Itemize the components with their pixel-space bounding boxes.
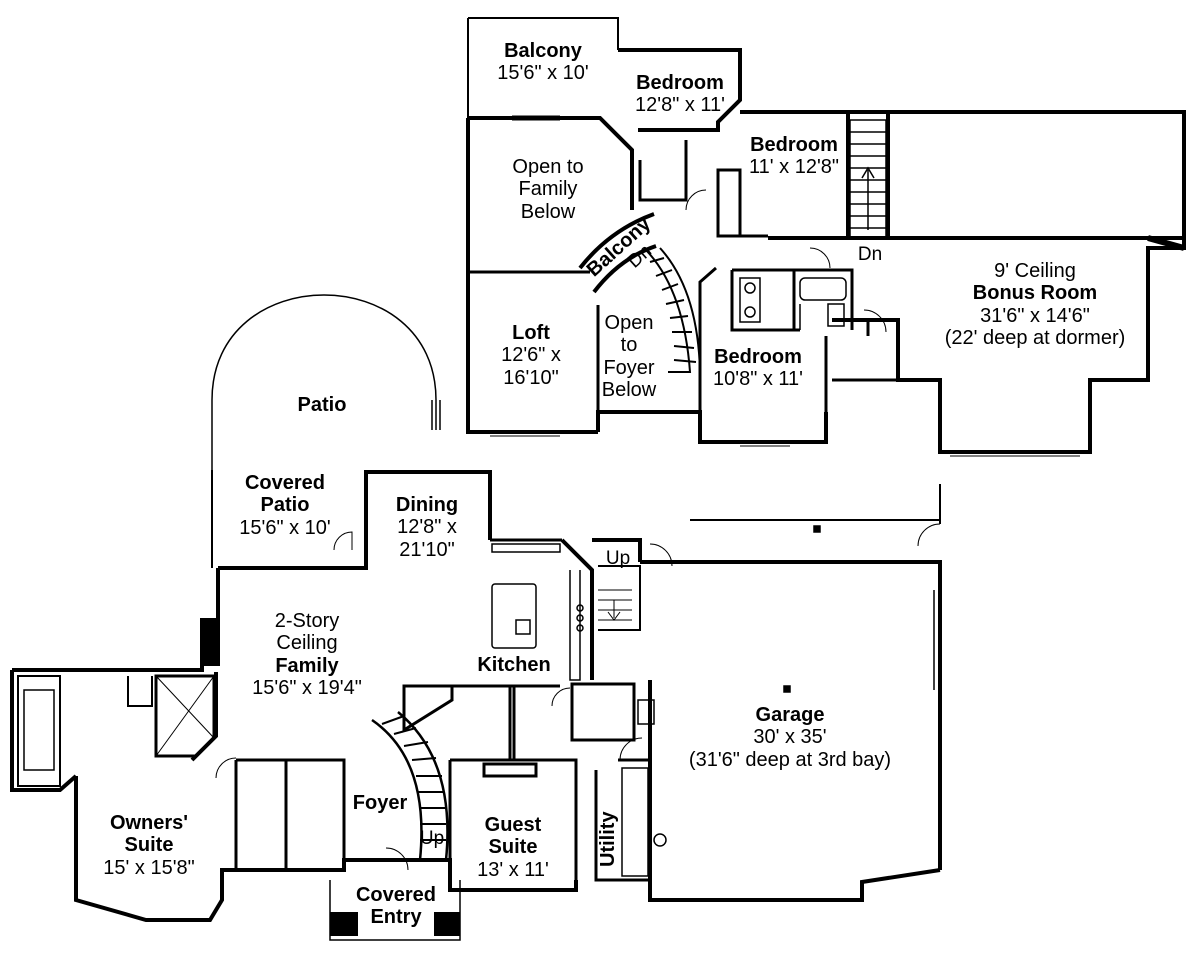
room-name: Entry — [370, 906, 422, 929]
room-name: Garage — [755, 704, 825, 726]
label-line: Open to — [512, 156, 584, 178]
label-line: Below — [601, 379, 657, 402]
room-note: 9' Ceiling — [994, 260, 1076, 282]
stair-up-label: Up — [419, 828, 445, 849]
label-line: to — [620, 334, 638, 357]
family-label: 2-Story Ceiling Family 15'6" x 19'4" — [232, 610, 382, 700]
room-dimensions: 10'8" x 11' — [713, 368, 803, 391]
room-name: Bedroom — [750, 134, 838, 156]
room-dimensions: 12'6" x — [501, 344, 561, 367]
open-to-foyer-label: Open to Foyer Below — [592, 312, 666, 402]
room-name: Suite — [124, 834, 174, 857]
stair-down-label: Dn — [857, 244, 883, 265]
upper-stair — [849, 119, 887, 239]
bonus-room-label: 9' Ceiling Bonus Room 31'6" x 14'6" (22'… — [930, 260, 1140, 350]
room-dimensions: 15' x 15'8" — [103, 856, 195, 879]
balcony-label: Balcony 15'6" x 10' — [468, 40, 618, 85]
room-dimensions: 13' x 11' — [477, 858, 549, 881]
upper-bath-fixtures — [739, 277, 847, 330]
main-floor-walls — [10, 470, 942, 941]
room-name: Bedroom — [714, 346, 802, 368]
room-name: Loft — [512, 322, 550, 344]
label-line: Family — [518, 178, 578, 201]
fireplace — [200, 622, 220, 666]
patio-arc — [211, 294, 437, 470]
curved-stair-upper — [578, 212, 701, 373]
kitchen-label: Kitchen — [462, 654, 566, 676]
room-name: Patio — [297, 394, 347, 416]
room-dimensions: 15'6" x 10' — [497, 62, 589, 85]
room-name: Kitchen — [477, 654, 551, 676]
bedroom-s-label: Bedroom 10'8" x 11' — [702, 346, 814, 391]
room-note: (31'6" deep at 3rd bay) — [688, 748, 892, 771]
room-name: Balcony — [504, 40, 582, 62]
room-name: Guest — [484, 814, 542, 836]
curved-stair-main — [371, 711, 449, 861]
room-dimensions: 12'8" x 11' — [635, 94, 725, 117]
kitchen-fixtures — [491, 543, 584, 681]
room-name: Utility — [596, 811, 619, 867]
covered-entry-label: Covered Entry — [336, 884, 456, 929]
label-line: Below — [520, 200, 576, 223]
label-line: Foyer — [603, 356, 655, 379]
room-name: Foyer — [352, 792, 408, 814]
door-swings — [215, 189, 941, 871]
room-dimensions: 16'10" — [503, 366, 559, 389]
loft-label: Loft 12'6" x 16'10" — [476, 322, 586, 389]
room-dimensions: 15'6" x 19'4" — [252, 677, 362, 700]
room-name: Owners' — [109, 812, 189, 834]
room-name: Suite — [488, 836, 538, 859]
room-dimensions: 30' x 35' — [753, 726, 827, 749]
patio-label: Patio — [272, 394, 372, 416]
garage-fixtures — [598, 525, 935, 877]
room-note: Ceiling — [276, 632, 338, 655]
guest-suite-label: Guest Suite 13' x 11' — [456, 814, 570, 881]
room-dimensions: 12'8" x — [397, 516, 457, 539]
room-dimensions: 11' x 12'8" — [749, 156, 839, 179]
room-name: Bonus Room — [972, 282, 1098, 305]
stair-up-label: Up — [605, 548, 631, 569]
garage-label: Garage 30' x 35' (31'6" deep at 3rd bay) — [660, 704, 920, 771]
upper-floor-walls — [466, 17, 1186, 454]
covered-patio-label: Covered Patio 15'6" x 10' — [220, 472, 350, 539]
room-note: 2-Story — [274, 610, 340, 632]
room-name: Patio — [260, 494, 310, 517]
label-line: Open — [604, 312, 654, 334]
room-name: Bedroom — [636, 72, 724, 94]
room-dimensions: 21'10" — [399, 538, 455, 561]
upper-windows — [490, 115, 1080, 457]
owners-suite-label: Owners' Suite 15' x 15'8" — [84, 812, 214, 879]
bedroom-ne-label: Bedroom 11' x 12'8" — [740, 134, 848, 179]
dining-label: Dining 12'8" x 21'10" — [372, 494, 482, 561]
room-name: Dining — [395, 494, 459, 516]
room-name: Covered — [355, 884, 437, 906]
room-name: Covered — [244, 472, 326, 494]
utility-label: Utility — [597, 797, 619, 881]
room-dimensions: 31'6" x 14'6" — [980, 304, 1090, 327]
open-to-family-label: Open to Family Below — [488, 156, 608, 223]
bedroom-nw-label: Bedroom 12'8" x 11' — [618, 72, 742, 117]
room-name: Family — [275, 654, 339, 677]
room-note: (22' deep at dormer) — [944, 327, 1126, 350]
room-dimensions: 15'6" x 10' — [239, 516, 331, 539]
foyer-label: Foyer — [340, 792, 420, 814]
